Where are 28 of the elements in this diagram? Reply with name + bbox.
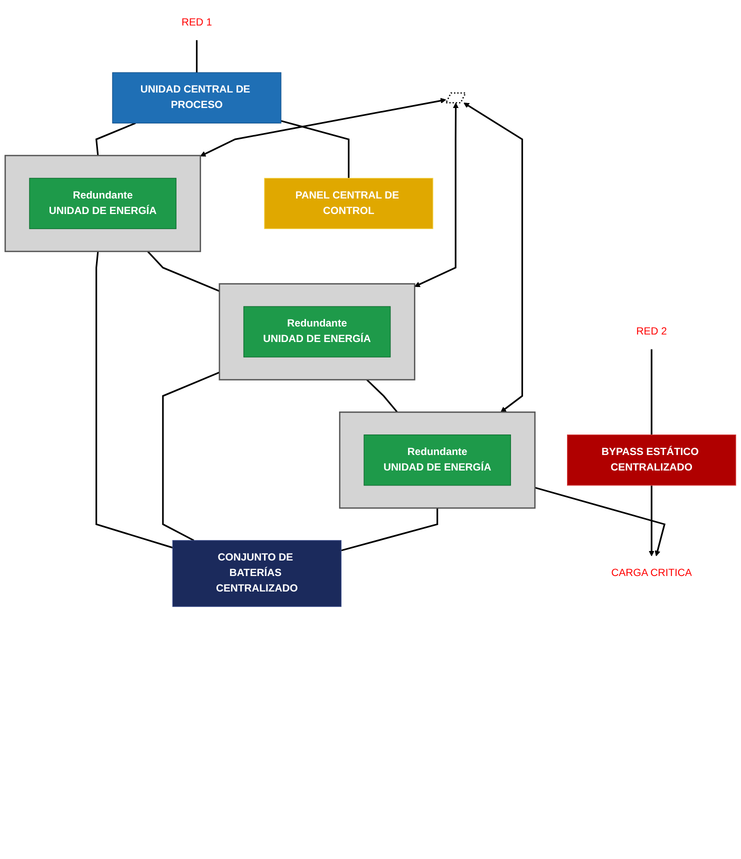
node-box: PANEL CENTRAL DE CONTROL xyxy=(264,178,434,230)
connector xyxy=(280,120,350,178)
cluster xyxy=(339,412,536,509)
node-text: RED 1 xyxy=(181,16,212,28)
cluster xyxy=(218,283,416,380)
node-bar xyxy=(445,92,467,104)
node-text: CARGA CRITICA xyxy=(611,568,692,579)
connector xyxy=(147,250,220,292)
node-box: BYPASS ESTÁTICO CENTRALIZADO xyxy=(567,434,736,486)
connector xyxy=(650,349,652,435)
node-box: CONJUNTO DE BATERÍAS CENTRALIZADO xyxy=(172,540,342,607)
connector xyxy=(96,251,173,548)
arrow xyxy=(534,486,666,556)
node-text: RED 2 xyxy=(636,326,667,337)
arrow xyxy=(200,98,446,156)
connector xyxy=(95,122,136,156)
node-box: Redundante UNIDAD DE ENERGÍA xyxy=(29,178,176,230)
cluster xyxy=(4,154,202,252)
node-box: Redundante UNIDAD DE ENERGÍA xyxy=(364,434,511,486)
arrow xyxy=(464,102,524,412)
connector xyxy=(162,372,220,542)
node-box: Redundante UNIDAD DE ENERGÍA xyxy=(243,306,391,358)
connector xyxy=(340,508,438,552)
arrow xyxy=(648,485,654,556)
connector xyxy=(366,379,398,413)
node-box: UNIDAD CENTRAL DE PROCESO xyxy=(112,72,282,124)
connector xyxy=(196,40,198,73)
arrow xyxy=(414,102,459,288)
